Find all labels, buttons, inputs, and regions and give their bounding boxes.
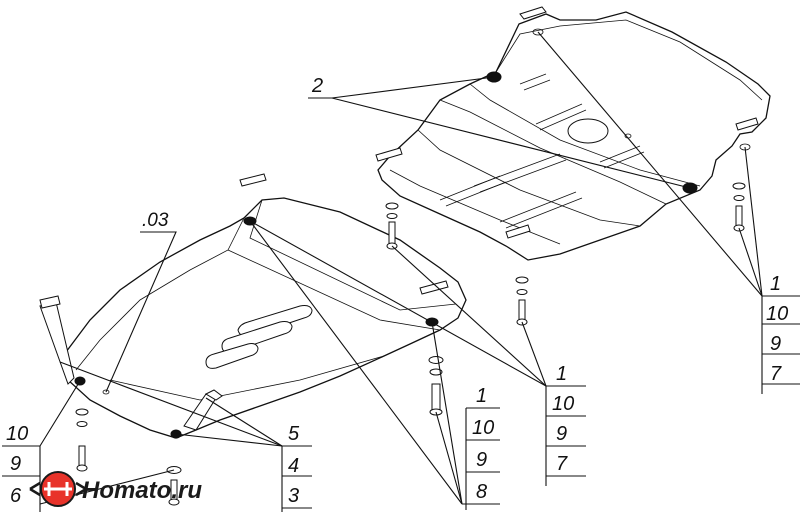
lower-stack-label-1: 1 <box>476 385 487 407</box>
callout-lower-stack: 1 10 9 8 <box>465 385 500 510</box>
lower-skid-plate <box>39 173 467 439</box>
fastener-upper-mid <box>515 276 529 326</box>
fastener-upper-left <box>385 202 399 250</box>
upper-skid-plate <box>375 6 771 261</box>
left-stack-label-2: 9 <box>10 453 21 475</box>
fastener-upper-right <box>732 182 746 232</box>
label-3: 3 <box>288 485 299 507</box>
left-stack-label-3: 6 <box>10 485 22 507</box>
label-code: .03 <box>142 210 169 231</box>
lower-stack-label-2: 10 <box>472 417 494 439</box>
homato-logo: Homato.ru <box>29 471 202 507</box>
fastener-lower-right <box>428 356 444 416</box>
lower-stack-label-4: 8 <box>476 481 487 503</box>
leader-lines <box>2 31 800 505</box>
label-5: 5 <box>288 423 300 445</box>
right-stack-label-3: 9 <box>770 333 781 355</box>
watermark-text: Homato.ru <box>82 477 202 504</box>
callout-left-stack: 10 9 6 <box>2 423 41 512</box>
callout-right-stack: 1 10 9 7 <box>761 273 800 394</box>
fastener-lower-left <box>75 408 89 472</box>
lower-stack-label-3: 9 <box>476 449 487 471</box>
right-stack-label-2: 10 <box>766 303 788 325</box>
middle-stack-label-1: 1 <box>556 363 567 385</box>
callout-middle-stack: 1 10 9 7 <box>545 363 586 486</box>
callout-5-4-3: 5 4 3 <box>281 423 312 512</box>
label-2: 2 <box>311 75 323 97</box>
middle-stack-label-4: 7 <box>556 453 568 475</box>
label-4: 4 <box>288 455 299 477</box>
middle-stack-label-2: 10 <box>552 393 574 415</box>
right-stack-label-1: 1 <box>770 273 781 295</box>
left-stack-label-1: 10 <box>6 423 28 445</box>
right-stack-label-4: 7 <box>770 363 782 385</box>
middle-stack-label-3: 9 <box>556 423 567 445</box>
